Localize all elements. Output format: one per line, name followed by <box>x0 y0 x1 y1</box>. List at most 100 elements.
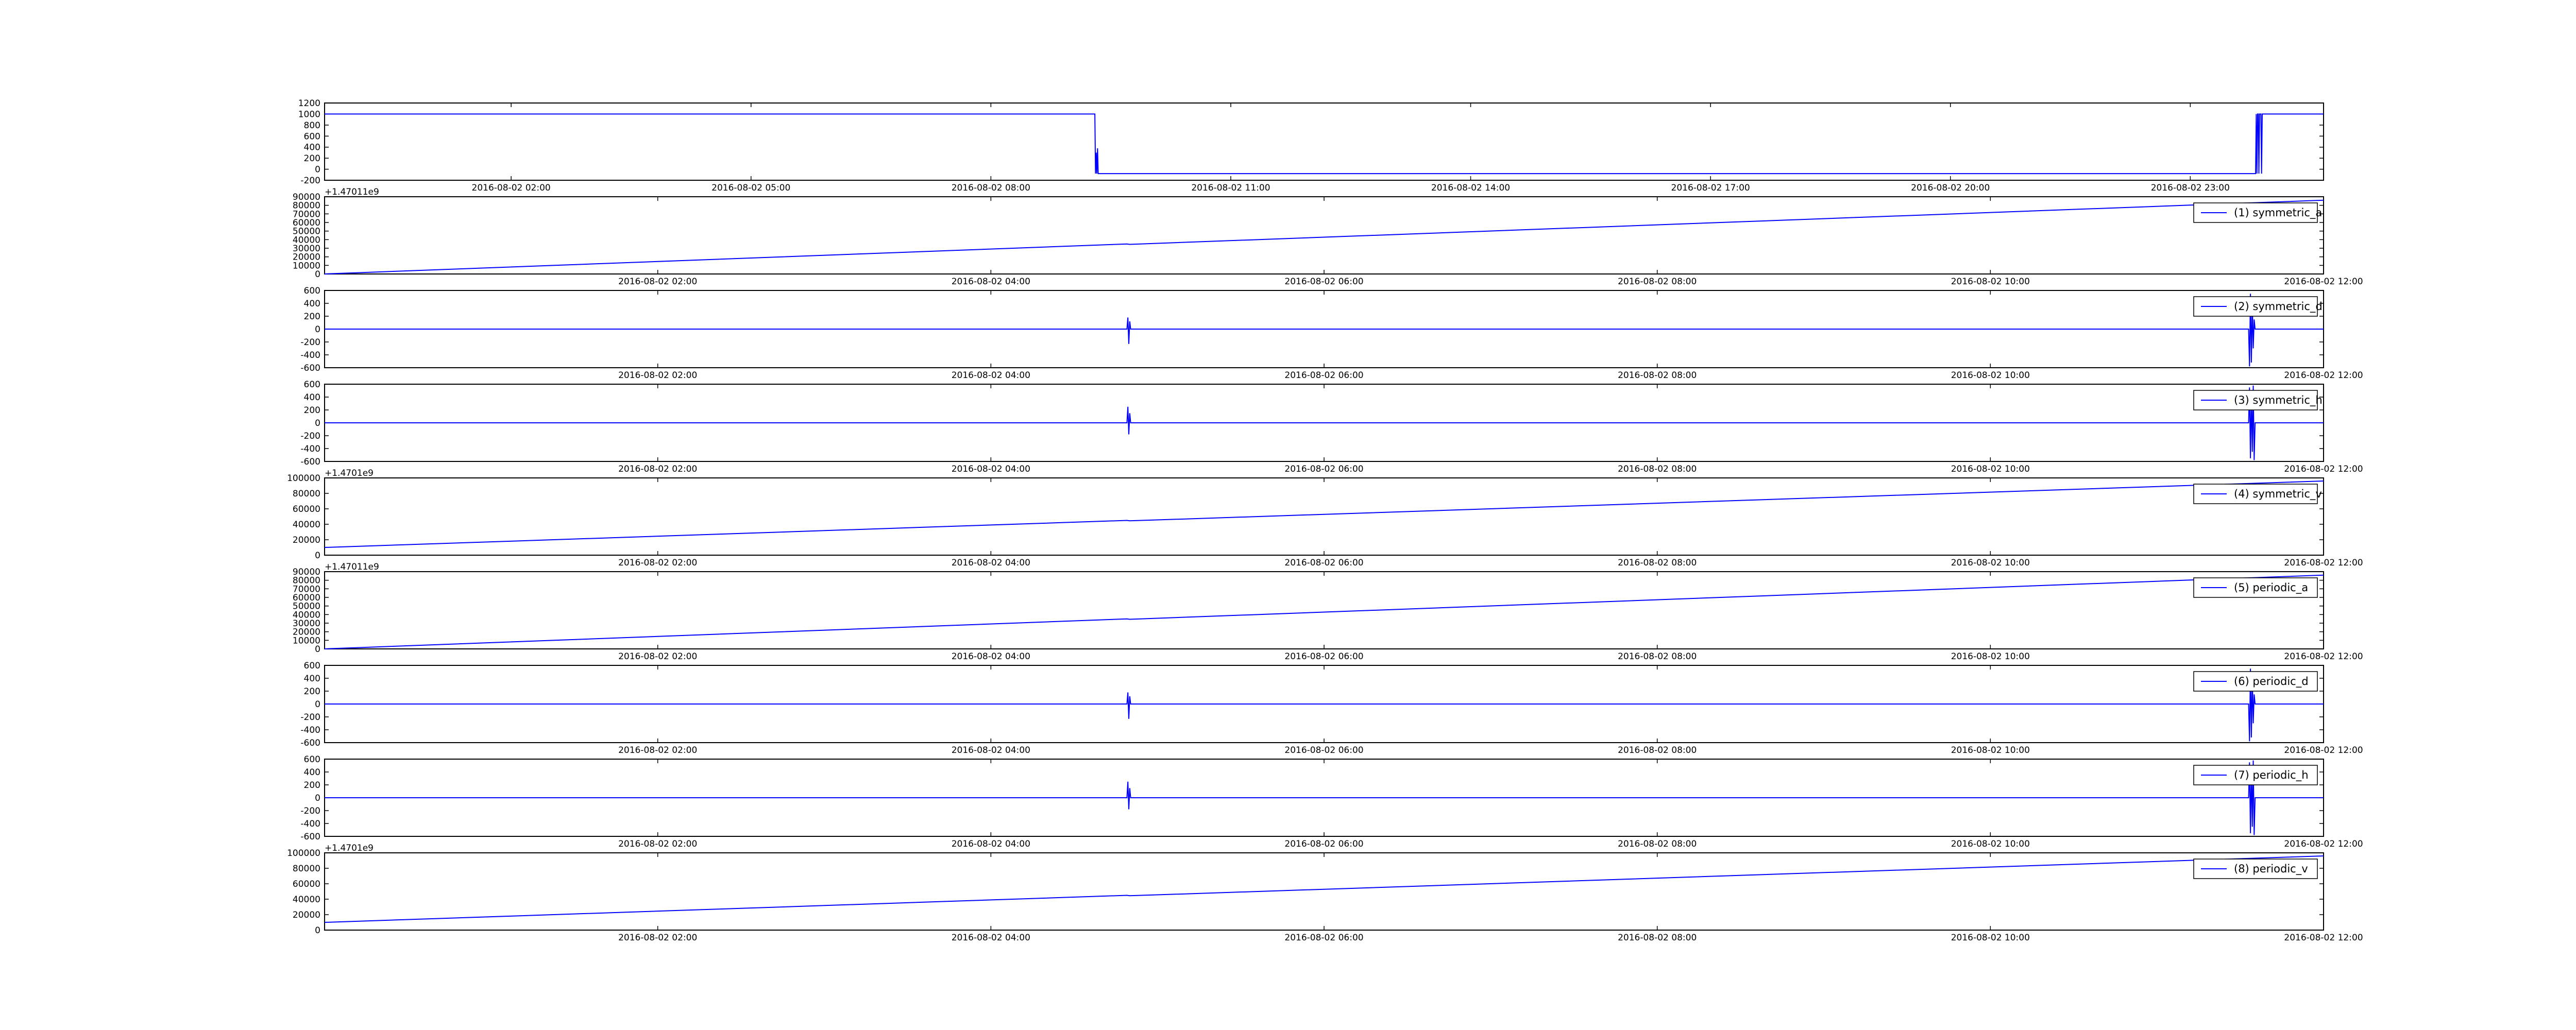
y-tick-label: 30000 <box>293 619 320 629</box>
y-tick-label: 80000 <box>293 489 320 499</box>
series-line-1 <box>325 113 2324 175</box>
x-tick-label: 2016-08-02 02:00 <box>618 651 697 662</box>
x-tick-label: 2016-08-02 10:00 <box>1951 370 2030 381</box>
y-tick-label: 40000 <box>293 610 320 620</box>
y-tick-label: 200 <box>304 153 320 164</box>
x-tick-label: 2016-08-02 04:00 <box>952 745 1030 756</box>
y-tick-label: 80000 <box>293 201 320 211</box>
y-tick-label: -600 <box>300 457 320 467</box>
legend-label: (7) periodic_h <box>2234 769 2309 782</box>
x-tick-label: 2016-08-02 12:00 <box>2284 558 2363 568</box>
offset-text: +1.4701e9 <box>325 468 374 478</box>
x-tick-label: 2016-08-02 08:00 <box>1618 370 1697 381</box>
y-tick-label: -400 <box>300 444 320 454</box>
y-tick-label: 600 <box>304 131 320 142</box>
legend-label: (3) symmetric_h <box>2234 394 2323 407</box>
series-line-6 <box>324 574 2324 649</box>
y-tick-label: 10000 <box>293 261 320 271</box>
x-tick-label: 2016-08-02 02:00 <box>618 464 697 474</box>
series-line-5 <box>324 480 2324 548</box>
y-tick-label: -200 <box>300 806 320 816</box>
y-tick-label: -200 <box>300 431 320 441</box>
x-tick-label: 2016-08-02 08:00 <box>1618 745 1697 756</box>
y-tick-label: 600 <box>304 754 320 765</box>
x-tick-label: 2016-08-02 14:00 <box>1431 183 1510 193</box>
offset-text: +1.47011e9 <box>325 562 379 572</box>
y-tick-label: 0 <box>315 925 320 936</box>
y-tick-label: 800 <box>304 121 320 131</box>
x-tick-label: 2016-08-02 06:00 <box>1284 745 1363 756</box>
y-tick-label: 100000 <box>287 473 320 484</box>
x-tick-label: 2016-08-02 08:00 <box>1618 464 1697 474</box>
series-line-4 <box>325 385 2324 460</box>
y-tick-label: 20000 <box>293 910 320 920</box>
series-line-7 <box>325 668 2324 742</box>
x-tick-label: 2016-08-02 12:00 <box>2284 651 2363 662</box>
y-tick-label: 50000 <box>293 227 320 237</box>
x-tick-label: 2016-08-02 05:00 <box>711 183 790 193</box>
series-line-9 <box>324 855 2324 923</box>
x-tick-label: 2016-08-02 06:00 <box>1284 370 1363 381</box>
x-tick-label: 2016-08-02 10:00 <box>1951 839 2030 849</box>
series-line-8 <box>325 760 2324 835</box>
x-tick-label: 2016-08-02 06:00 <box>1284 277 1363 287</box>
y-tick-label: 20000 <box>293 535 320 545</box>
y-tick-label: -400 <box>300 819 320 829</box>
y-tick-label: 1000 <box>298 109 320 119</box>
x-tick-label: 2016-08-02 08:00 <box>1618 651 1697 662</box>
y-tick-label: 400 <box>304 767 320 778</box>
y-tick-label: 400 <box>304 392 320 403</box>
y-tick-label: 600 <box>304 661 320 671</box>
x-tick-label: 2016-08-02 11:00 <box>1191 183 1270 193</box>
axes-frame-9 <box>324 852 2324 931</box>
y-tick-label: -400 <box>300 350 320 360</box>
x-tick-label: 2016-08-02 10:00 <box>1951 745 2030 756</box>
y-tick-label: 0 <box>315 551 320 561</box>
y-tick-label: 30000 <box>293 244 320 254</box>
y-tick-label: 400 <box>304 674 320 684</box>
y-tick-label: 200 <box>304 405 320 416</box>
y-tick-label: 90000 <box>293 192 320 202</box>
x-tick-label: 2016-08-02 12:00 <box>2284 464 2363 474</box>
axes-frame-5 <box>324 477 2324 556</box>
y-tick-label: 60000 <box>293 593 320 603</box>
x-tick-label: 2016-08-02 12:00 <box>2284 745 2363 756</box>
y-tick-label: 20000 <box>293 252 320 263</box>
x-tick-label: 2016-08-02 08:00 <box>1618 558 1697 568</box>
y-tick-label: 100000 <box>287 848 320 859</box>
x-tick-label: 2016-08-02 06:00 <box>1284 558 1363 568</box>
y-tick-label: 0 <box>315 699 320 710</box>
legend-label: (1) symmetric_a <box>2234 207 2322 219</box>
y-tick-label: 0 <box>315 644 320 655</box>
series-line-3 <box>325 294 2324 367</box>
y-tick-label: 10000 <box>293 636 320 646</box>
legend-label: (8) periodic_v <box>2234 863 2308 876</box>
offset-text: +1.4701e9 <box>325 843 374 853</box>
x-tick-label: 2016-08-02 10:00 <box>1951 464 2030 474</box>
offset-text: +1.47011e9 <box>325 187 379 197</box>
y-tick-label: 40000 <box>293 520 320 530</box>
y-tick-label: -600 <box>300 363 320 373</box>
legend-label: (4) symmetric_v <box>2234 488 2322 501</box>
x-tick-label: 2016-08-02 08:00 <box>1618 839 1697 849</box>
x-tick-label: 2016-08-02 06:00 <box>1284 933 1363 943</box>
y-tick-label: 600 <box>304 380 320 390</box>
y-tick-label: 60000 <box>293 879 320 889</box>
y-tick-label: -200 <box>300 712 320 723</box>
x-tick-label: 2016-08-02 08:00 <box>952 183 1030 193</box>
y-tick-label: -600 <box>300 738 320 748</box>
legend-label: (5) periodic_a <box>2234 581 2308 594</box>
x-tick-label: 2016-08-02 10:00 <box>1951 651 2030 662</box>
y-tick-label: 0 <box>315 165 320 175</box>
y-tick-label: 80000 <box>293 864 320 874</box>
x-tick-label: 2016-08-02 12:00 <box>2284 370 2363 381</box>
x-tick-label: 2016-08-02 23:00 <box>2151 183 2230 193</box>
y-tick-label: 0 <box>315 269 320 280</box>
y-tick-label: 400 <box>304 299 320 309</box>
y-tick-label: 50000 <box>293 602 320 612</box>
x-tick-label: 2016-08-02 20:00 <box>1911 183 1990 193</box>
x-tick-label: 2016-08-02 02:00 <box>618 839 697 849</box>
legend-label: (2) symmetric_d <box>2234 300 2323 313</box>
x-tick-label: 2016-08-02 02:00 <box>618 745 697 756</box>
